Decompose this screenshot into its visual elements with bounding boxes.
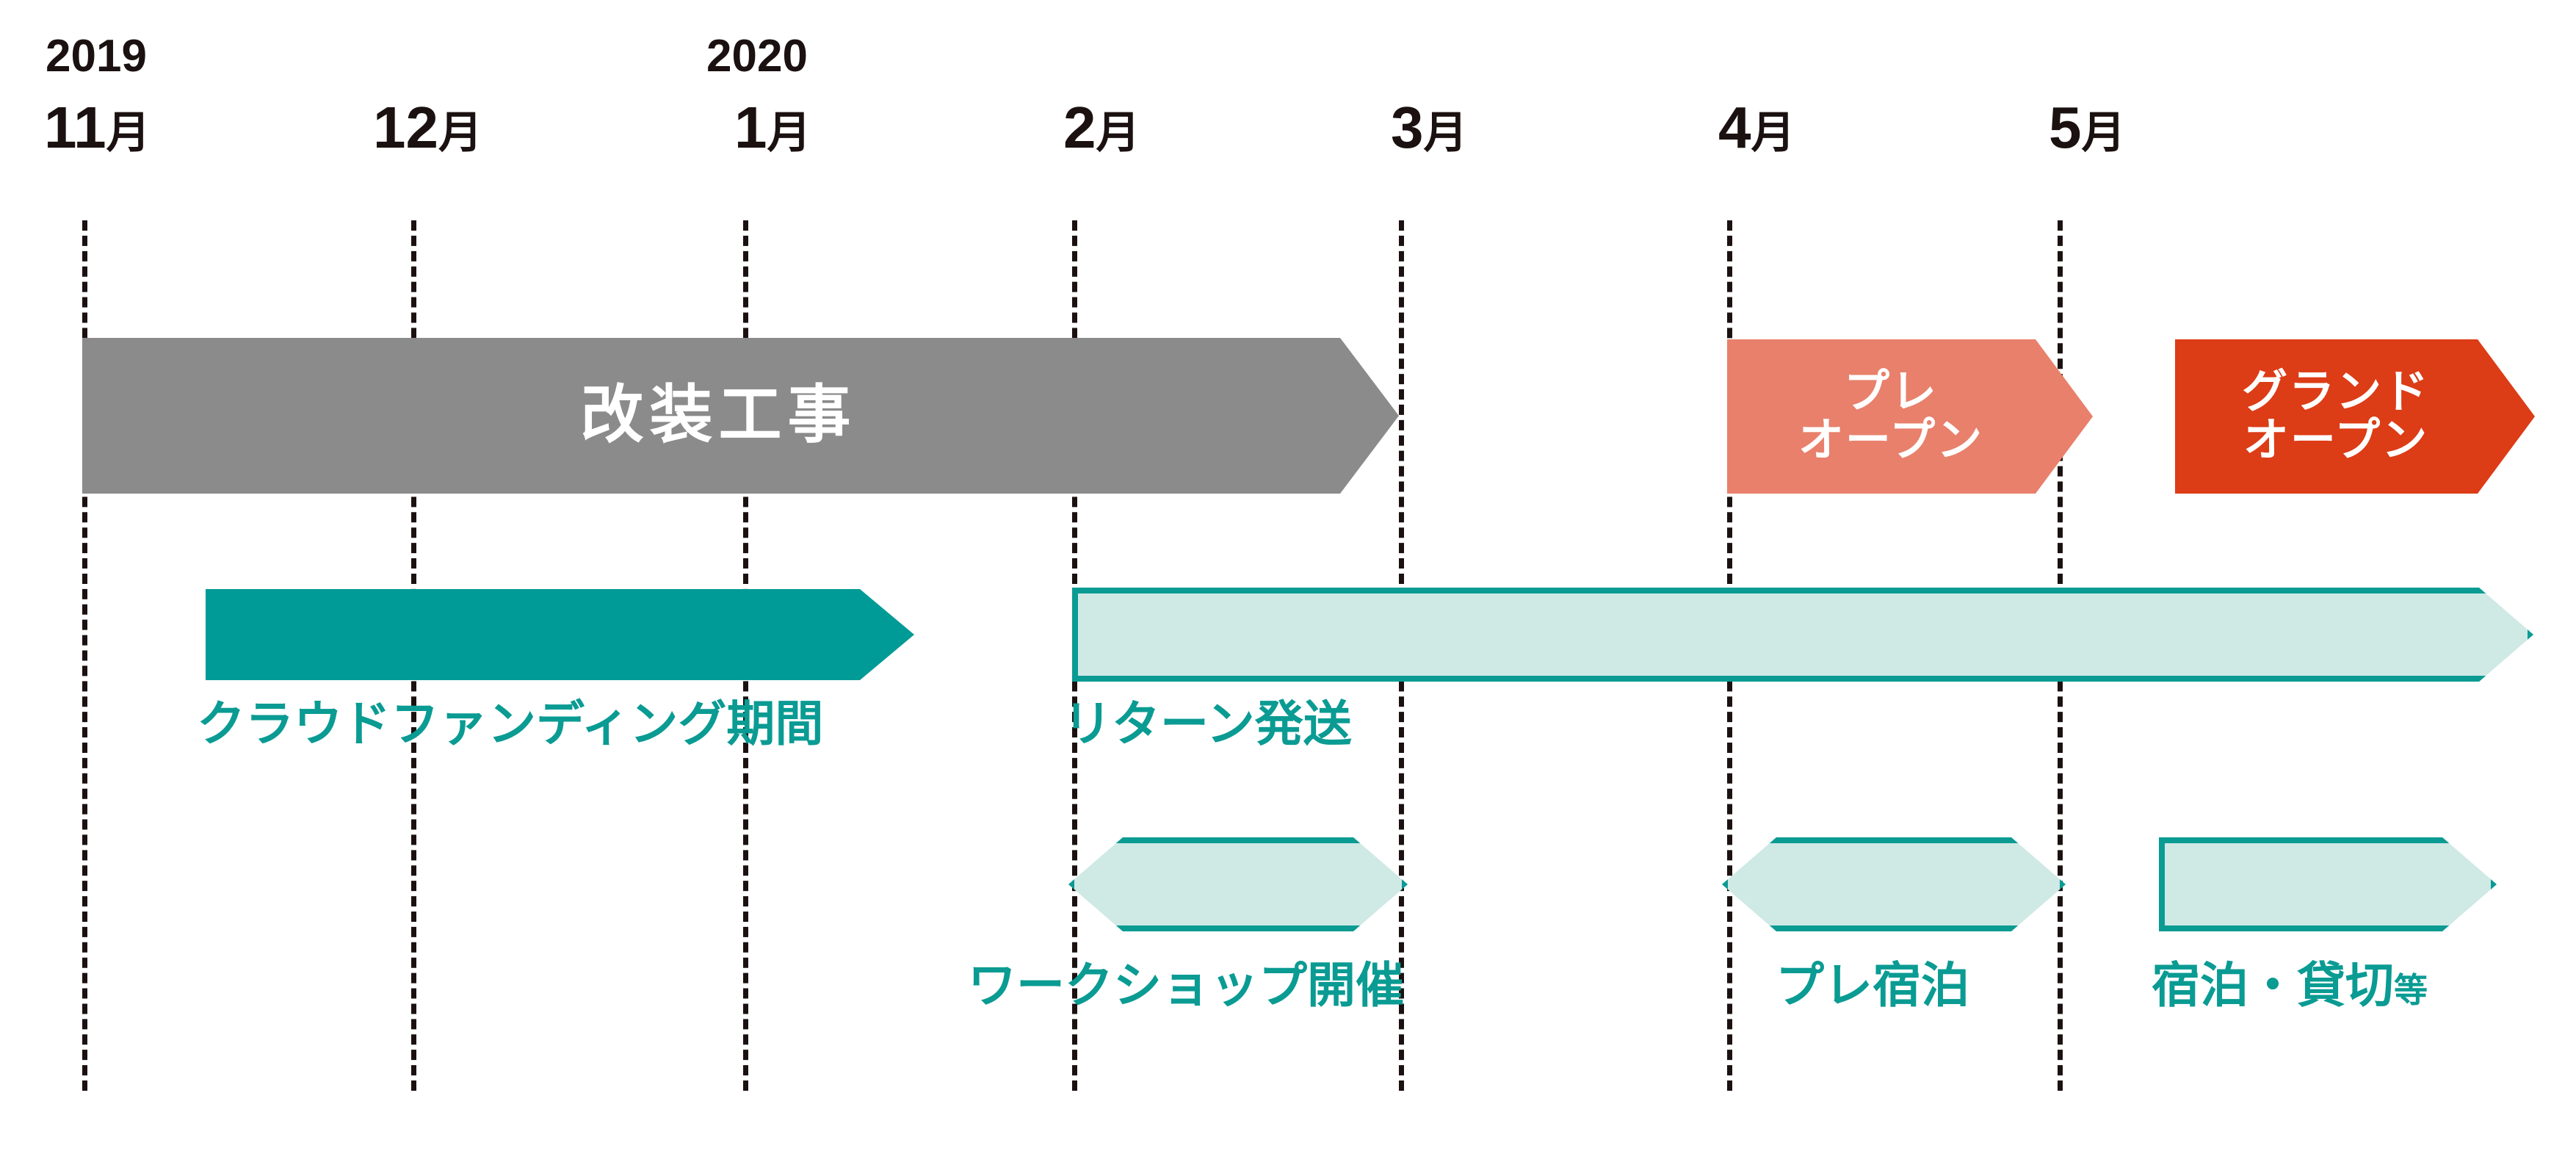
bar-return-shipping[interactable] bbox=[1072, 588, 2533, 682]
month-label-1: 1月 bbox=[734, 98, 811, 157]
caption-workshop: ワークショップ開催 bbox=[968, 958, 1404, 1012]
month-label-4: 4月 bbox=[1718, 98, 1795, 157]
bar-preopen[interactable]: プレ オープン bbox=[1727, 339, 2093, 494]
month-label-3: 3月 bbox=[1391, 98, 1468, 157]
month-kanji-12: 月 bbox=[438, 108, 482, 157]
month-number-4: 4 bbox=[1718, 95, 1751, 160]
caption-lodging-main: 宿泊・貸切 bbox=[2152, 958, 2394, 1012]
month-kanji-5: 月 bbox=[2081, 108, 2126, 157]
month-number-2: 2 bbox=[1063, 95, 1096, 160]
month-label-12: 12月 bbox=[373, 98, 482, 157]
month-number-11: 11 bbox=[44, 95, 106, 160]
year-label-2020: 2020 bbox=[706, 31, 808, 82]
month-kanji-3: 月 bbox=[1423, 108, 1468, 157]
bar-renovation[interactable]: 改装工事 bbox=[82, 338, 1399, 494]
bar-pre-stay[interactable] bbox=[1722, 837, 2066, 931]
month-kanji-11: 月 bbox=[106, 108, 151, 157]
bar-renovation-label: 改装工事 bbox=[580, 380, 857, 451]
month-kanji-1: 月 bbox=[767, 108, 811, 157]
bar-lodging[interactable] bbox=[2159, 837, 2497, 931]
caption-lodging-suffix: 等 bbox=[2394, 971, 2428, 1009]
caption-crowdfunding: クラウドファンディング期間 bbox=[197, 696, 824, 751]
year-label-2019: 2019 bbox=[46, 31, 147, 82]
caption-pre-stay: プレ宿泊 bbox=[1776, 958, 1969, 1012]
month-label-5: 5月 bbox=[2049, 98, 2126, 157]
month-label-11: 11月 bbox=[44, 98, 151, 157]
month-kanji-2: 月 bbox=[1096, 108, 1140, 157]
bar-grandopen-label: グランド オープン bbox=[2241, 367, 2430, 466]
month-label-2: 2月 bbox=[1063, 98, 1140, 157]
month-kanji-4: 月 bbox=[1751, 108, 1795, 157]
caption-lodging: 宿泊・貸切等 bbox=[2152, 961, 2428, 1009]
month-number-1: 1 bbox=[734, 95, 767, 160]
month-number-5: 5 bbox=[2049, 95, 2082, 160]
month-number-12: 12 bbox=[373, 95, 438, 160]
bar-crowdfunding[interactable] bbox=[206, 589, 914, 680]
bar-grandopen[interactable]: グランド オープン bbox=[2175, 339, 2535, 494]
caption-return-shipping: リターン発送 bbox=[1063, 696, 1352, 751]
month-number-3: 3 bbox=[1391, 95, 1424, 160]
bar-workshop[interactable] bbox=[1068, 837, 1408, 931]
gridline-month-11 bbox=[82, 220, 87, 1091]
bar-preopen-label: プレ オープン bbox=[1798, 367, 1984, 466]
